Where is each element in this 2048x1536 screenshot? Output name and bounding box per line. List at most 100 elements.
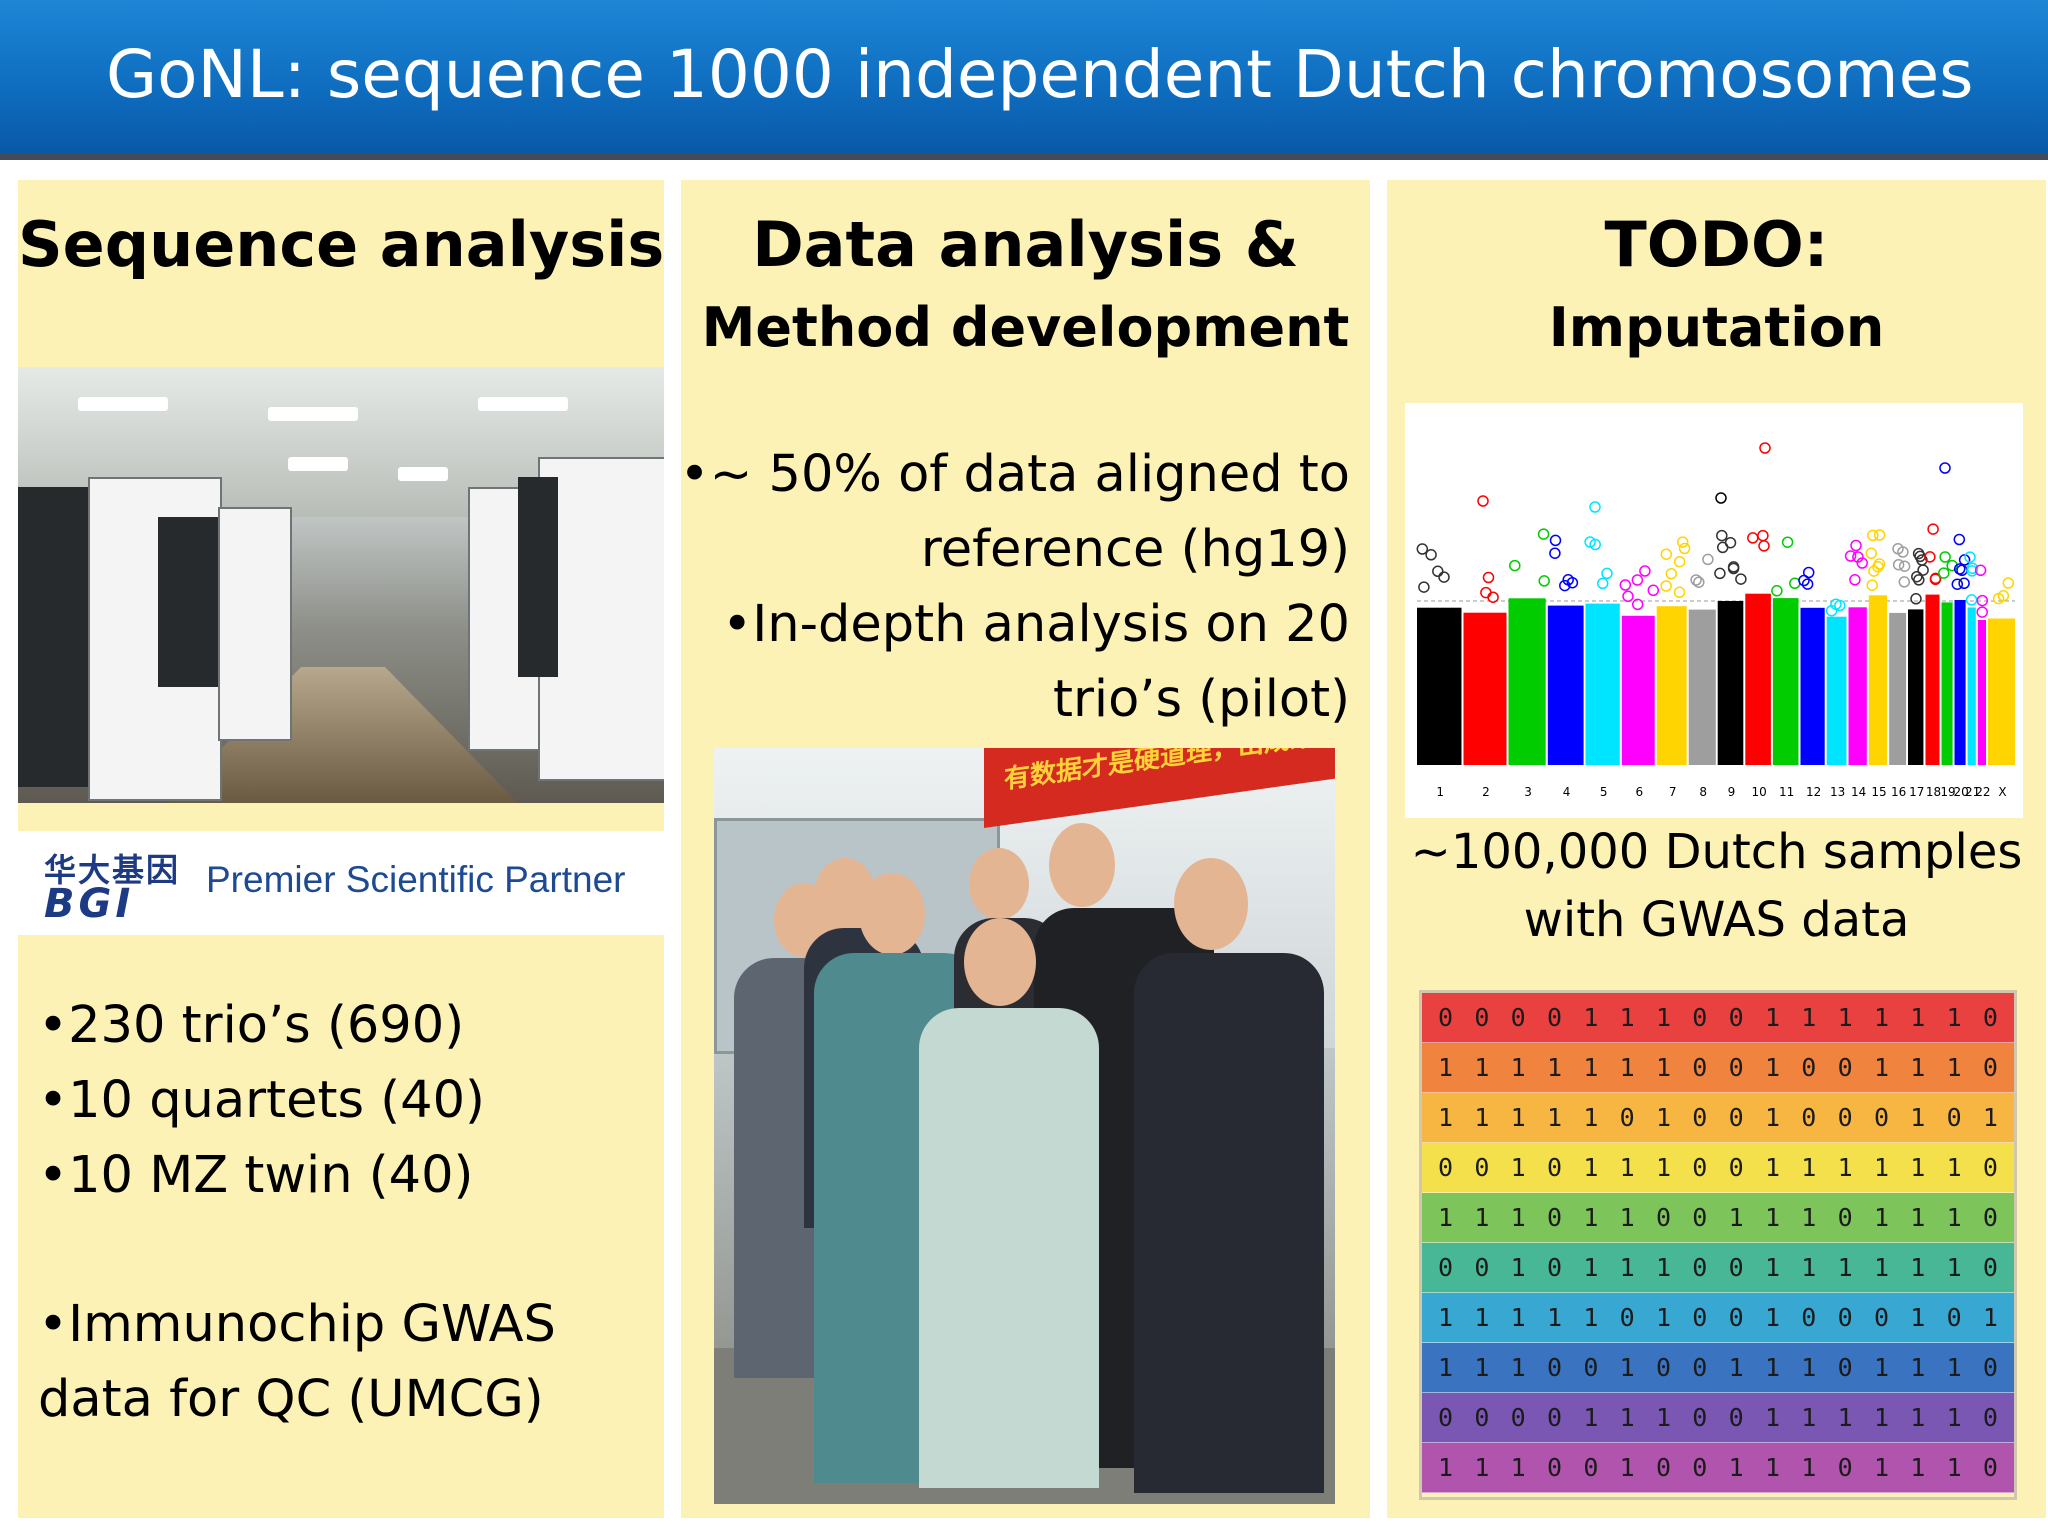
genotype-bit: 0 (1692, 1453, 1708, 1482)
genotype-bit: 1 (1982, 1303, 1998, 1332)
genotype-bit: 1 (1910, 1453, 1926, 1482)
snp-point (1865, 547, 1878, 560)
chromosome-band-6 (1621, 615, 1655, 765)
genotype-bit: 1 (1910, 1303, 1926, 1332)
snp-point (1716, 529, 1728, 542)
method-development-heading: Method development (701, 296, 1350, 359)
genotype-bit: 1 (1910, 1203, 1926, 1232)
genotype-bit: 1 (1510, 1103, 1526, 1132)
snp-point (1946, 559, 1958, 572)
genotype-bit: 0 (1728, 1303, 1744, 1332)
snp-point (1601, 567, 1613, 580)
genotype-bit: 1 (1764, 1053, 1781, 1082)
bgi-logo: BGI (44, 881, 135, 927)
genotype-bit: 1 (1619, 1053, 1635, 1082)
genotype-bit: 1 (1873, 1053, 1889, 1082)
snp-point (1715, 492, 1727, 504)
genotype-bit: 1 (1910, 1153, 1926, 1182)
bullet-aligned-cont: reference (hg19) (920, 520, 1350, 579)
chromosome-tick-label: 9 (1728, 785, 1736, 799)
genotype-bit: 1 (1801, 1453, 1817, 1482)
chromosome-band-17 (1908, 609, 1924, 765)
genotype-bit: 1 (1910, 1053, 1926, 1082)
chromosome-band-19 (1941, 602, 1953, 765)
chromosome-tick-label: 16 (1891, 785, 1906, 799)
slide-title: GoNL: sequence 1000 independent Dutch ch… (106, 36, 1974, 113)
genotype-bit: 0 (1692, 1203, 1708, 1232)
genotype-bit: 0 (1510, 1403, 1526, 1432)
genotype-bit: 0 (1728, 1003, 1744, 1032)
gwas-bullet: •Immunochip GWAS data for QC (UMCG) (38, 1287, 556, 1437)
data-analysis-heading: Data analysis & (752, 208, 1299, 281)
chromosome-band-22 (1977, 620, 1986, 765)
genotype-bit: 0 (1692, 1253, 1708, 1282)
genotype-bit: 0 (1837, 1103, 1853, 1132)
genotype-bit: 1 (1510, 1253, 1526, 1282)
snp-point (1917, 564, 1929, 576)
genotype-bit: 1 (1583, 1203, 1599, 1232)
genotype-bit: 0 (1438, 1253, 1454, 1282)
snp-point (1549, 547, 1561, 559)
genotype-bit: 1 (1873, 1153, 1889, 1182)
snp-point (1665, 568, 1678, 580)
genotype-bit: 1 (1474, 1353, 1490, 1382)
genotype-bit: 1 (1946, 1203, 1962, 1232)
genotype-bit: 1 (1474, 1203, 1490, 1232)
genotype-bit: 1 (1910, 1403, 1926, 1432)
snp-point (1537, 528, 1550, 540)
sequence-analysis-panel: Sequence analysis 华大基因 BGI Premier Scien… (18, 180, 664, 1518)
genotype-bit: 0 (1546, 1003, 1563, 1032)
snp-point (1844, 550, 1857, 562)
chromosome-band-15 (1868, 595, 1888, 765)
chromosome-tick-label: 1 (1436, 785, 1444, 799)
genotype-bit: 1 (1873, 1203, 1889, 1232)
chromosome-tick-label: 12 (1806, 785, 1821, 799)
snp-point (1660, 548, 1673, 560)
genotype-bit: 1 (1438, 1303, 1454, 1332)
genotype-bit: 1 (1764, 1353, 1781, 1382)
chromosome-band-1 (1417, 607, 1462, 765)
chromosome-tick-label: 6 (1635, 785, 1643, 799)
genotype-bit: 0 (1692, 1353, 1708, 1382)
genotype-bit: 0 (1982, 1003, 1998, 1032)
genotype-bit: 1 (1801, 1353, 1817, 1382)
snp-point (1927, 523, 1939, 535)
genotype-bit: 1 (1474, 1453, 1490, 1482)
genotype-bit: 1 (1837, 1003, 1853, 1032)
snp-point (1622, 590, 1634, 603)
snp-point (1974, 564, 1987, 577)
snp-point (1477, 495, 1489, 507)
gwas-caption: ~100,000 Dutch samples with GWAS data (1387, 818, 2046, 954)
gwas-caption-line-2: with GWAS data (1523, 892, 1910, 948)
genotype-bit: 1 (1583, 1103, 1599, 1132)
sequencing-lab-photo (18, 367, 664, 803)
chromosome-band-11 (1772, 598, 1799, 765)
snp-point (1676, 536, 1689, 548)
genotype-bit: 1 (1619, 1253, 1635, 1282)
imputation-heading: Imputation (1548, 296, 1885, 359)
genotype-bit: 1 (1619, 1153, 1635, 1182)
snp-point (1910, 593, 1922, 605)
todo-heading: TODO: (1604, 208, 1829, 281)
chromosome-tick-label: 13 (1830, 785, 1845, 799)
genotype-bit: 0 (1837, 1203, 1853, 1232)
snp-point (1830, 598, 1842, 610)
bgi-partner-text: Premier Scientific Partner (206, 859, 626, 900)
snp-point (1953, 563, 1966, 575)
chromosome-tick-label: 10 (1751, 785, 1766, 799)
genotype-bit: 0 (1438, 1153, 1454, 1182)
genotype-bit: 0 (1728, 1403, 1744, 1432)
genotype-bit: 1 (1474, 1053, 1490, 1082)
snp-point (1758, 540, 1770, 552)
genotype-bit: 0 (1982, 1053, 1998, 1082)
bullet-trios: •230 trio’s (690) (38, 996, 465, 1055)
genotype-bit: 0 (1837, 1353, 1853, 1382)
snp-point (1673, 555, 1686, 568)
genotype-bit: 1 (1655, 1253, 1672, 1282)
